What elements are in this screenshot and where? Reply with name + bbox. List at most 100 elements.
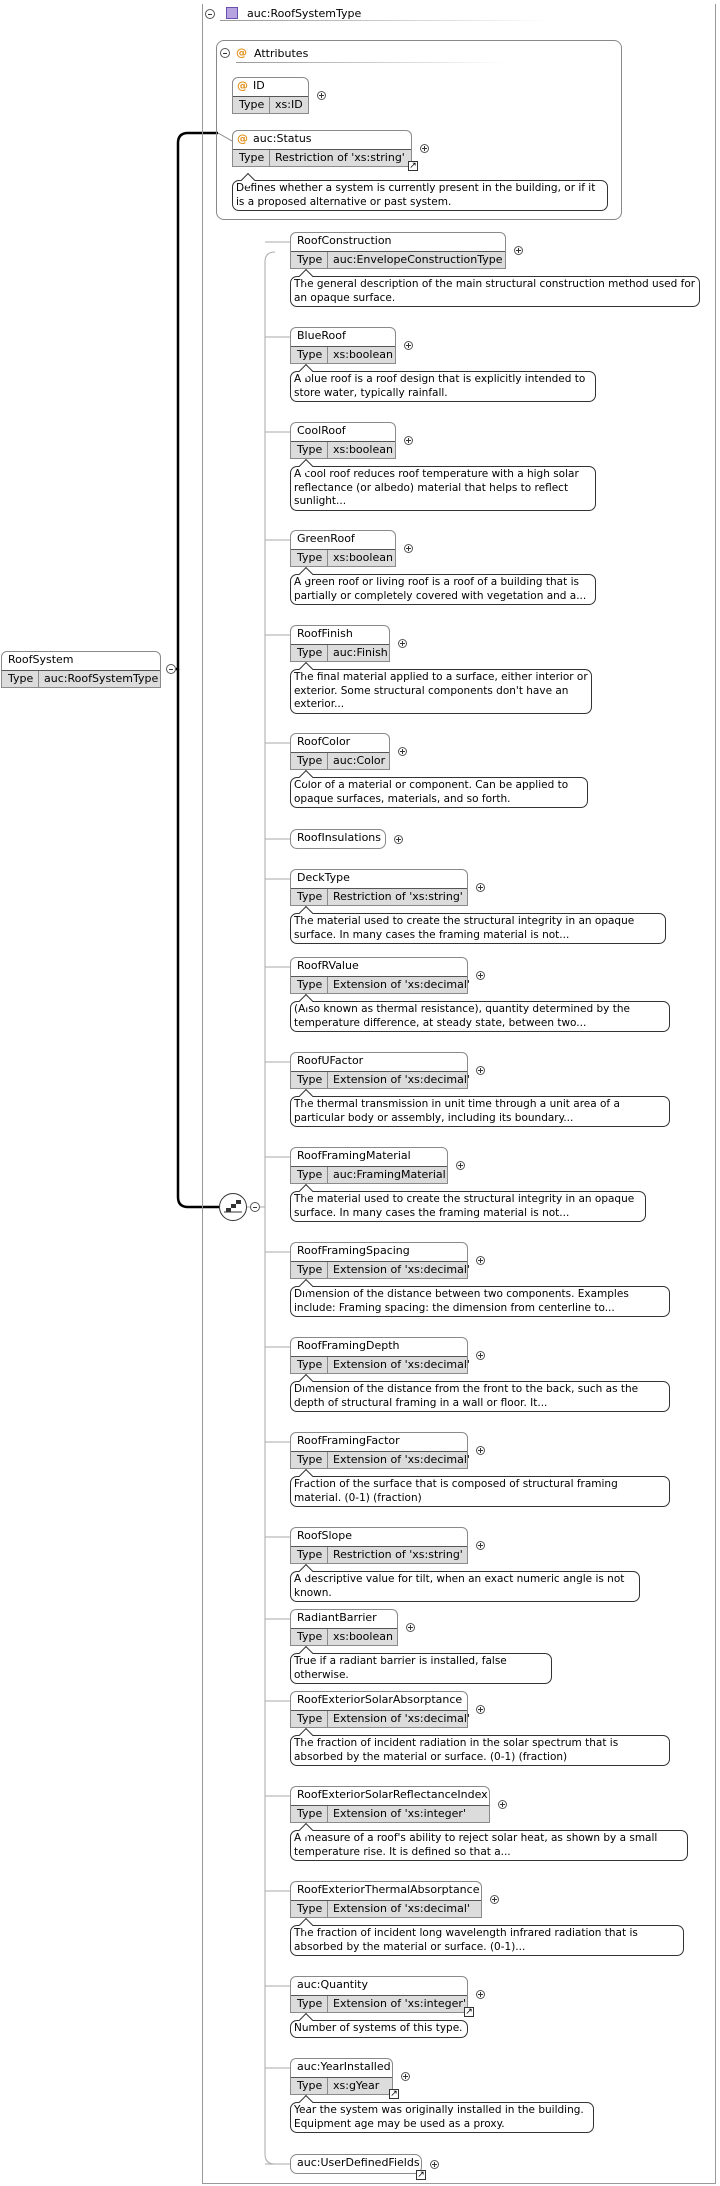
- type-value: xs:gYear: [333, 2079, 380, 2092]
- expand-icon[interactable]: [317, 91, 326, 100]
- type-value: xs:boolean: [333, 551, 393, 564]
- element-name: auc:Status: [253, 132, 312, 145]
- type-value: Restriction of 'xs:string': [333, 1548, 463, 1561]
- element-doc: (Also known as thermal resistance), quan…: [290, 1001, 670, 1032]
- type-value: xs:boolean: [333, 443, 393, 456]
- element-name: RadiantBarrier: [297, 1611, 377, 1624]
- type-divider: [327, 889, 328, 905]
- expand-icon[interactable]: [476, 1256, 485, 1265]
- expand-icon[interactable]: [476, 1351, 485, 1360]
- element-name: RoofConstruction: [297, 234, 392, 247]
- expand-icon[interactable]: [476, 1446, 485, 1455]
- type-divider: [327, 1901, 328, 1917]
- expand-icon[interactable]: [456, 1161, 465, 1170]
- expand-icon[interactable]: [476, 1066, 485, 1075]
- name-underline: [291, 1166, 447, 1167]
- complex-type-icon: [226, 7, 238, 19]
- collapse-type-icon[interactable]: [205, 9, 215, 19]
- type-key: Type: [8, 672, 34, 685]
- reference-arrow-icon[interactable]: ↗: [389, 2089, 399, 2099]
- element-doc: A green roof or living roof is a roof of…: [290, 574, 596, 605]
- element-name: RoofColor: [297, 735, 351, 748]
- name-underline: [291, 976, 467, 977]
- name-underline: [291, 1995, 467, 1996]
- expand-icon[interactable]: [490, 1895, 499, 1904]
- type-divider: [327, 2078, 328, 2094]
- expand-icon[interactable]: [476, 1541, 485, 1550]
- expand-icon[interactable]: [476, 1705, 485, 1714]
- type-row: Type xs:boolean: [291, 442, 395, 458]
- element-name: RoofRValue: [297, 959, 359, 972]
- type-container: [202, 4, 716, 2184]
- expand-icon[interactable]: [406, 1623, 415, 1632]
- expand-icon[interactable]: [404, 544, 413, 553]
- attributes-title: Attributes: [254, 47, 309, 60]
- collapse-attributes-icon[interactable]: [220, 48, 230, 58]
- reference-arrow-icon[interactable]: ↗: [408, 161, 418, 171]
- element-roofinsulations[interactable]: RoofInsulations: [290, 829, 386, 849]
- expand-icon[interactable]: [420, 144, 429, 153]
- expand-icon[interactable]: [404, 341, 413, 350]
- collapse-sequence-icon[interactable]: [250, 1202, 260, 1212]
- expand-icon[interactable]: [398, 639, 407, 648]
- element-name: RoofExteriorSolarAbsorptance: [297, 1693, 463, 1706]
- name-underline: [291, 1805, 489, 1806]
- element-doc: The fraction of incident long wavelength…: [290, 1925, 684, 1956]
- reference-arrow-icon[interactable]: ↗: [416, 2170, 426, 2180]
- root-bracket-bottom: [176, 669, 219, 1209]
- expand-icon[interactable]: [404, 436, 413, 445]
- type-divider: [327, 977, 328, 993]
- element-name: auc:UserDefinedFields: [297, 2156, 420, 2169]
- type-key: Type: [297, 443, 323, 456]
- expand-icon[interactable]: [498, 1800, 507, 1809]
- element-name: RoofFramingFactor: [297, 1434, 400, 1447]
- element-doc: Color of a material or component. Can be…: [290, 777, 588, 808]
- expand-icon[interactable]: [430, 2160, 439, 2169]
- element-auc-userdefinedfields[interactable]: auc:UserDefinedFields: [290, 2154, 422, 2174]
- reference-arrow-icon[interactable]: ↗: [464, 2007, 474, 2017]
- collapse-root-icon[interactable]: [166, 664, 176, 674]
- type-divider: [327, 347, 328, 363]
- expand-icon[interactable]: [401, 2072, 410, 2081]
- expand-icon[interactable]: [514, 246, 523, 255]
- element-doc: Year the system was originally installed…: [290, 2102, 594, 2133]
- expand-icon[interactable]: [476, 971, 485, 980]
- expand-icon[interactable]: [394, 835, 403, 844]
- expand-icon[interactable]: [398, 747, 407, 756]
- expand-icon[interactable]: [476, 883, 485, 892]
- expand-icon[interactable]: [476, 1990, 485, 1999]
- type-divider: [327, 1262, 328, 1278]
- element-doc: Dimension of the distance from the front…: [290, 1381, 670, 1412]
- element-name: RoofSlope: [297, 1529, 352, 1542]
- name-underline: [233, 149, 411, 150]
- element-name: RoofExteriorSolarReflectanceIndex: [297, 1788, 488, 1801]
- element-doc: True if a radiant barrier is installed, …: [290, 1653, 552, 1684]
- sequence-lane-top: [264, 251, 276, 1207]
